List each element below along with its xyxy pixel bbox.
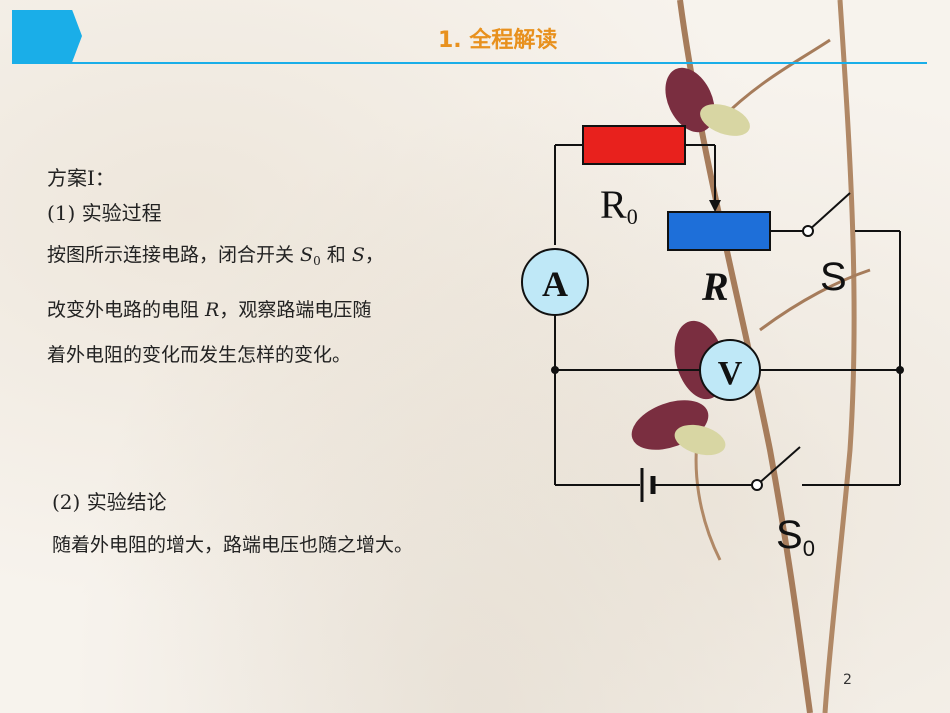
s0-label: S0 (776, 513, 815, 561)
rheostat-r (667, 211, 771, 251)
step1-line-1: 按图所示连接电路，闭合开关 S0 和 S， (47, 240, 384, 268)
line1-pre: 按图所示连接电路，闭合开关 (47, 244, 301, 266)
s-label: S (820, 255, 847, 299)
r0-label: R0 (600, 182, 638, 229)
resistor-r0 (582, 125, 686, 165)
line1-post: ， (364, 244, 384, 266)
line1-s0-sub: 0 (313, 254, 321, 268)
line2-post: ，观察路端电压随 (219, 299, 372, 321)
ammeter-label: A (542, 264, 568, 304)
line1-mid: 和 (320, 244, 352, 266)
voltmeter-label: V (718, 355, 743, 392)
page-number: 2 (843, 672, 852, 688)
ammeter-icon (521, 248, 589, 316)
line2-r: R (205, 299, 220, 321)
step1-line-2: 改变外电路的电阻 R，观察路端电压随 (47, 295, 371, 322)
page-title: 1. 全程解读 (438, 28, 558, 53)
step2-title: (2) 实验结论 (52, 490, 167, 514)
scheme-label: 方案Ⅰ： (47, 166, 115, 190)
line1-s0: S (300, 244, 314, 266)
step1-line-3: 着外电阻的变化而发生怎样的变化。 (47, 344, 352, 366)
step2-text: 随着外电阻的增大，路端电压也随之增大。 (52, 534, 414, 556)
line2-pre: 改变外电路的电阻 (47, 299, 206, 321)
header-badge (12, 10, 82, 62)
r-label: R (701, 264, 729, 309)
header-divider (12, 62, 927, 64)
step1-title: (1) 实验过程 (47, 201, 162, 225)
voltmeter-icon (699, 339, 761, 401)
butterfly-top-icon (665, 67, 750, 136)
line1-s: S (351, 244, 365, 266)
